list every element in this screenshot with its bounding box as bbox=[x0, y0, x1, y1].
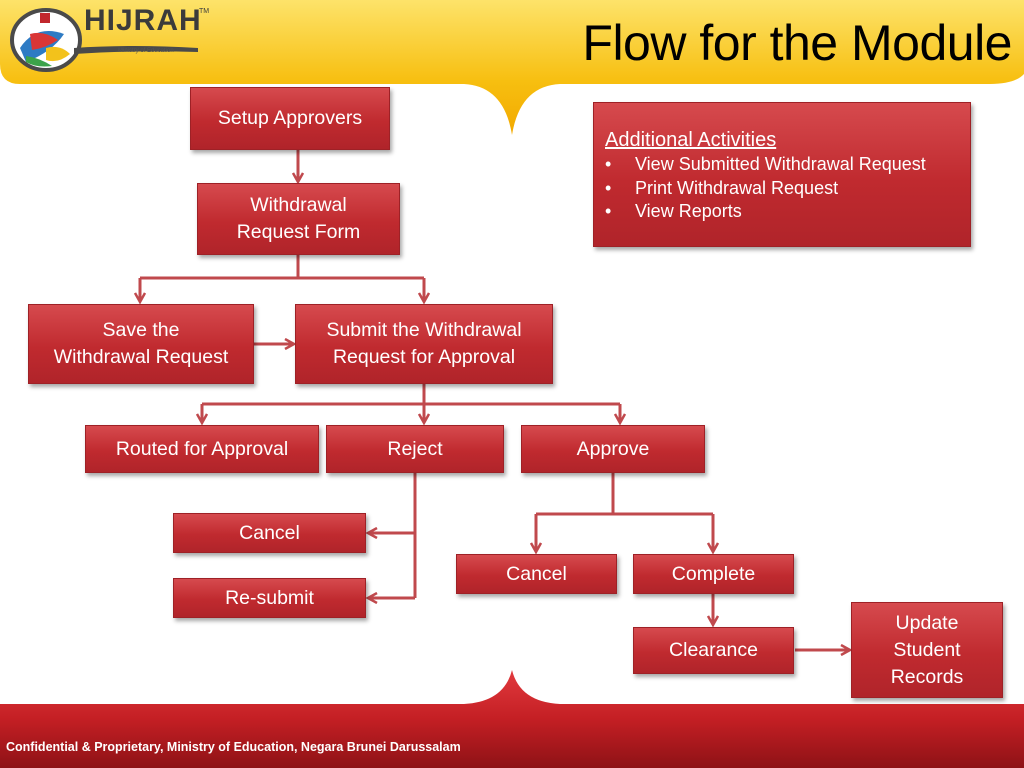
hijrah-logo bbox=[6, 4, 202, 74]
node-submit-for-approval: Submit the Withdrawal Request for Approv… bbox=[295, 304, 553, 384]
logo-text: HIJRAH bbox=[84, 4, 202, 37]
additional-activities-box: Additional Activities View Submitted Wit… bbox=[593, 102, 971, 247]
list-item: View Submitted Withdrawal Request bbox=[605, 153, 960, 177]
logo-subtitle: Ministry of Education bbox=[118, 48, 174, 54]
logo-globe-icon bbox=[10, 8, 82, 72]
node-cancel-after-reject: Cancel bbox=[173, 513, 366, 553]
node-resubmit: Re-submit bbox=[173, 578, 366, 618]
node-complete: Complete bbox=[633, 554, 794, 594]
additional-activities-title: Additional Activities bbox=[605, 129, 777, 151]
footer-text: Confidential & Proprietary, Ministry of … bbox=[6, 740, 461, 754]
line-form-split bbox=[140, 255, 424, 280]
footer-banner bbox=[0, 670, 1024, 768]
node-approve: Approve bbox=[521, 425, 705, 473]
node-update-student-records: Update Student Records bbox=[851, 602, 1003, 698]
list-item: Print Withdrawal Request bbox=[605, 177, 960, 201]
node-withdrawal-request-form: Withdrawal Request Form bbox=[197, 183, 400, 255]
node-routed-for-approval: Routed for Approval bbox=[85, 425, 319, 473]
logo-swoosh-icon bbox=[74, 46, 198, 54]
line-submit-split bbox=[202, 384, 620, 406]
node-clearance: Clearance bbox=[633, 627, 794, 674]
node-cancel-after-approve: Cancel bbox=[456, 554, 617, 594]
page-title: Flow for the Module bbox=[582, 15, 1012, 71]
node-reject: Reject bbox=[326, 425, 504, 473]
list-item: View Reports bbox=[605, 200, 960, 224]
node-setup-approvers: Setup Approvers bbox=[190, 87, 390, 150]
header-banner bbox=[0, 0, 1024, 135]
node-save-withdrawal-request: Save the Withdrawal Request bbox=[28, 304, 254, 384]
line-approve-split bbox=[536, 473, 713, 516]
logo-trademark: TM bbox=[199, 8, 210, 15]
additional-activities-list: View Submitted Withdrawal Request Print … bbox=[605, 153, 960, 224]
